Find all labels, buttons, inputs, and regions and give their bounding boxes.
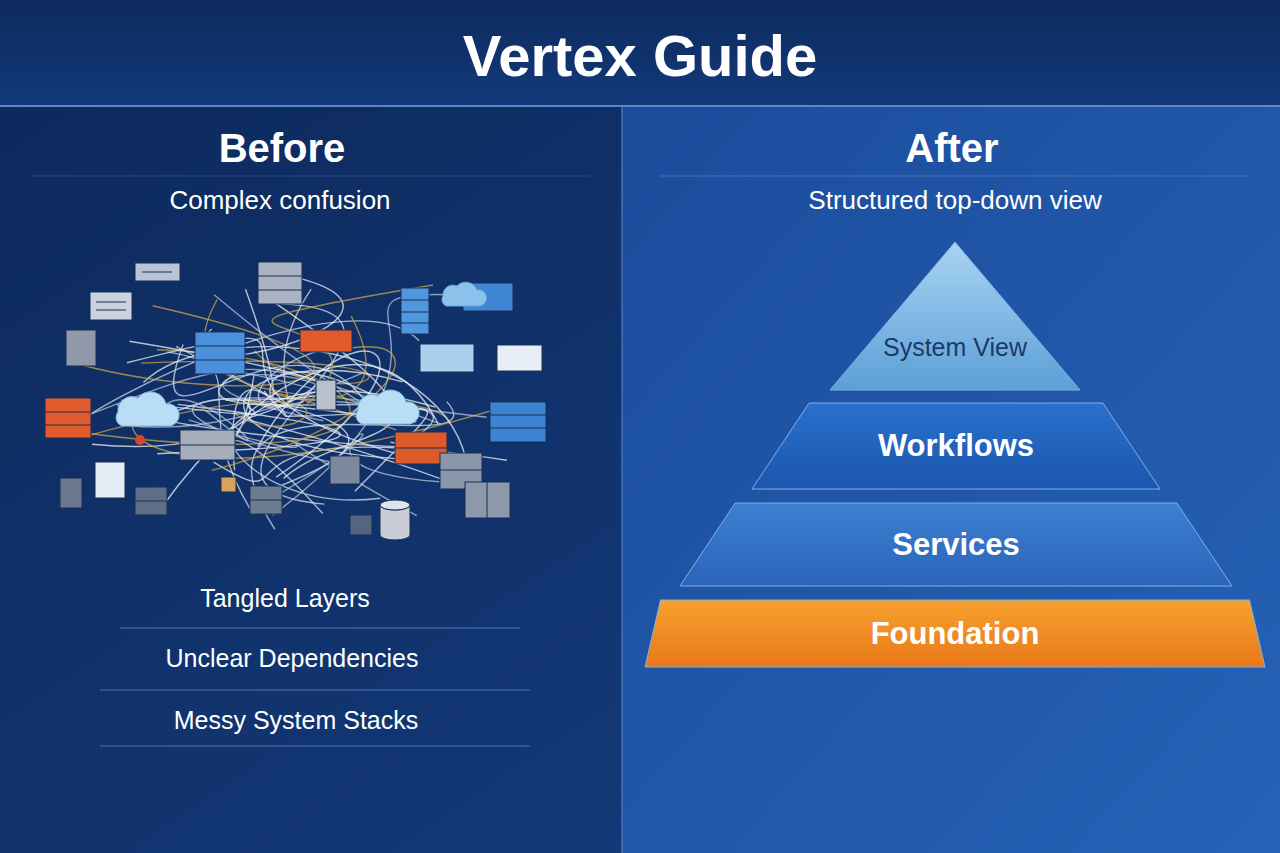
tier-shape [830, 242, 1080, 390]
list-item: Tangled Layers [200, 584, 370, 613]
tier-label: Foundation [645, 600, 1265, 667]
panel-subtitle: Complex confusion [169, 185, 390, 216]
tangled-wire [67, 321, 419, 432]
pyramid-tier-top: System View [830, 242, 1080, 390]
tier-label: Workflows [752, 403, 1160, 489]
list-item: Unclear Dependencies [166, 644, 419, 673]
pyramid-base: Foundation [645, 600, 1265, 667]
panel-heading: After [905, 126, 998, 171]
tangled-illustration [45, 262, 546, 540]
tier-label: System View [830, 242, 1080, 390]
tangled-wire [176, 289, 311, 404]
tier-label: Services [680, 503, 1232, 586]
panel-subtitle: Structured top-down view [808, 185, 1101, 216]
page-title: Vertex Guide [463, 22, 818, 89]
pyramid-tier: Services [680, 503, 1232, 586]
list-item: Messy System Stacks [174, 706, 419, 735]
pyramid-tier: Workflows [752, 403, 1160, 489]
panel-heading: Before [219, 126, 346, 171]
